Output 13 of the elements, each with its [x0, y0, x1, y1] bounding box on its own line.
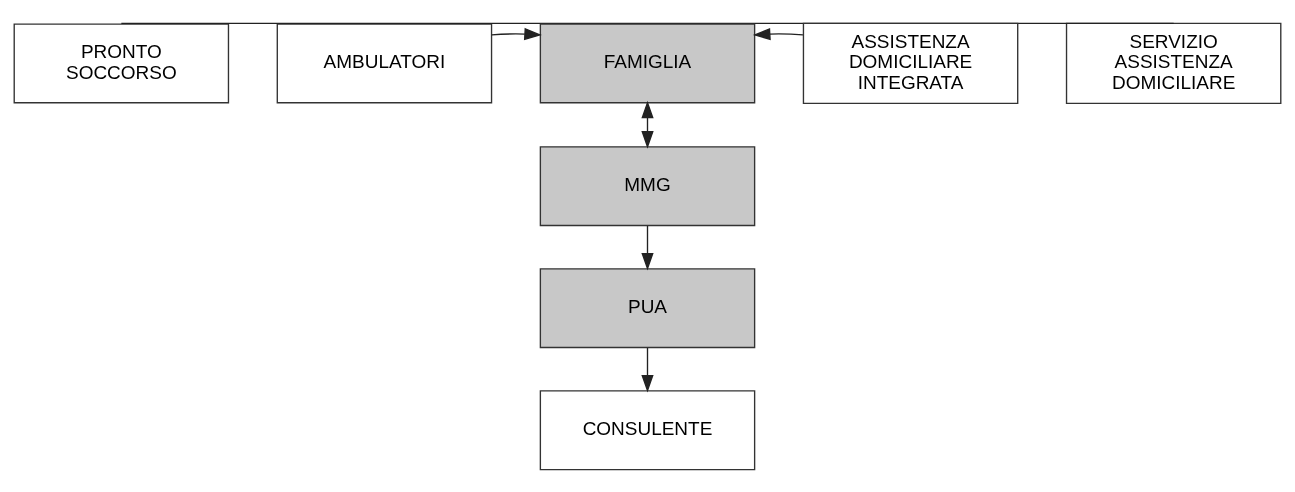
node-box: SERVIZIO ASSISTENZA DOMICILIARE [1065, 22, 1282, 104]
arrow [641, 346, 654, 393]
node-box: FAMIGLIA [539, 22, 756, 103]
arrow [491, 27, 542, 40]
arrow [641, 100, 654, 149]
node-box: ASSISTENZA DOMICILIARE INTEGRATA [802, 22, 1019, 104]
node-box: MMG [539, 145, 756, 226]
node-box: PRONTO SOCCORSO [13, 22, 230, 103]
arrow [752, 27, 804, 40]
node-box: CONSULENTE [539, 389, 756, 470]
node-box: AMBULATORI [276, 22, 493, 103]
arrow [641, 224, 654, 271]
node-box: PUA [539, 267, 756, 348]
